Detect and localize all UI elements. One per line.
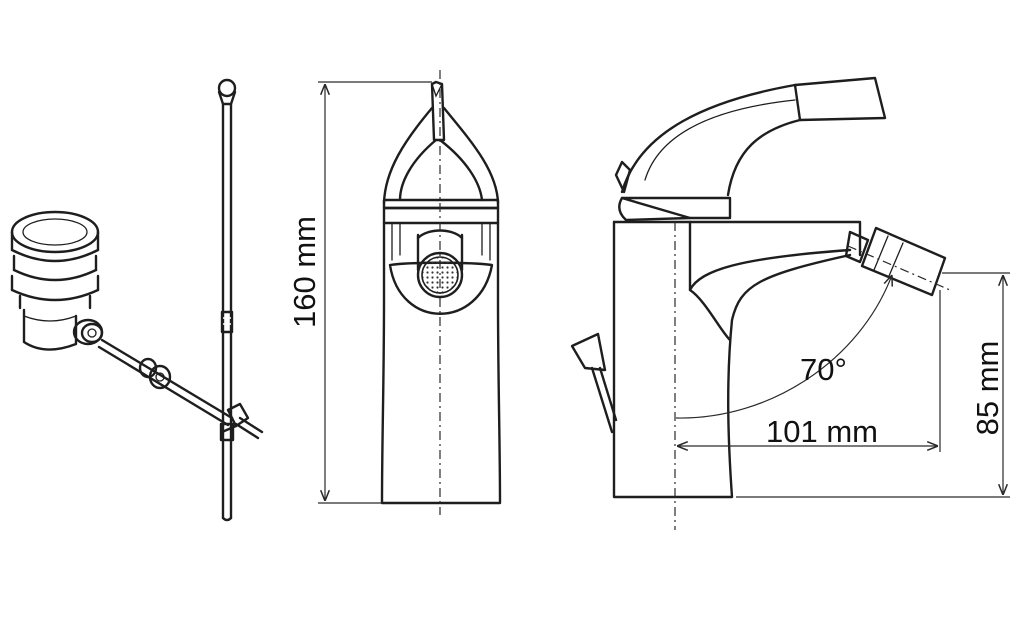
lift-rod [217,78,237,522]
height-label: 160 mm [287,216,322,328]
front-view [380,70,502,515]
height-dimension: 160 mm [287,81,432,504]
linkage-rod [72,318,264,440]
projection-label: 101 mm [766,414,878,449]
popup-waste-drawing [10,78,264,522]
waste-body [10,210,100,351]
spout-height-label: 85 mm [970,341,1005,436]
side-view [570,76,951,530]
angle-label: 70° [800,352,847,387]
side-dimensions: 70° 101 mm 85 mm [675,272,1010,498]
